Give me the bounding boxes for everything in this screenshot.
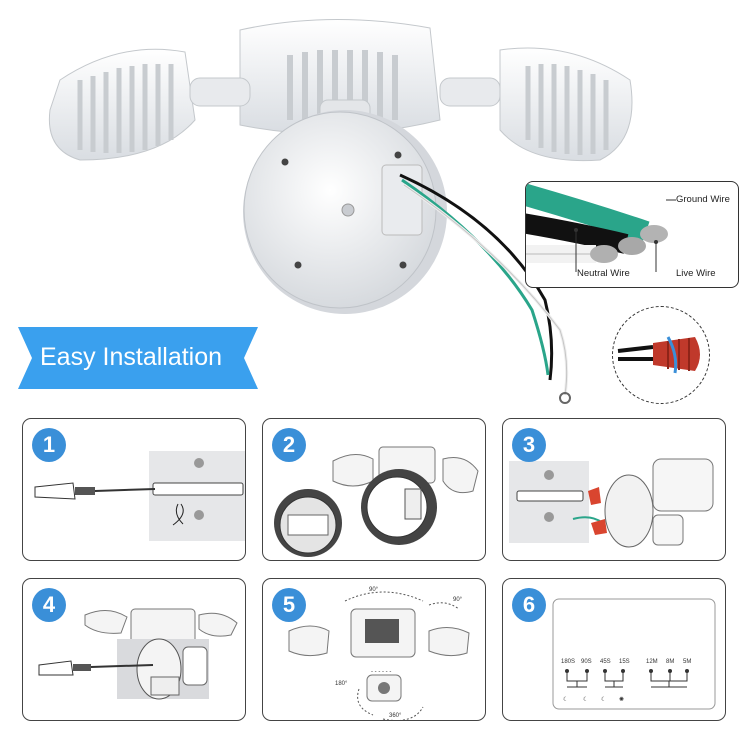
step-4-badge: 4 <box>32 588 66 622</box>
angle-left-label: 180° <box>335 681 348 687</box>
easy-installation-banner <box>18 327 258 389</box>
step-3-badge: 3 <box>512 428 546 462</box>
range-label-12m: 12M <box>646 659 658 665</box>
right-lamp-head <box>499 47 633 162</box>
ground-wire-label: Ground Wire <box>676 194 730 205</box>
svg-text:- - - - - -: - - - - - - <box>371 669 391 675</box>
step-5-badge: 5 <box>272 588 306 622</box>
angle-bottom-label: 360° <box>389 713 402 719</box>
svg-text:☾: ☾ <box>601 696 606 703</box>
step-2-panel: 2 <box>262 418 486 561</box>
mounting-plate <box>243 110 447 314</box>
step-3-panel: 3 <box>502 418 726 561</box>
step-1-panel: 1 <box>22 418 246 561</box>
neutral-wire-label: Neutral Wire <box>577 268 630 279</box>
range-label-5m: 5M <box>683 659 691 665</box>
wire-nut-icon <box>617 336 700 374</box>
center-lamp-head <box>239 19 441 135</box>
wire-callout: Ground Wire Neutral Wire Live Wire <box>525 181 739 288</box>
product-illustration <box>48 19 633 404</box>
time-label-45s: 45S <box>600 659 611 665</box>
step-6-panel: 180S 90S 45S 15S 12M 8M 5M ☾ ☾ ☾ ✺ 6 <box>502 578 726 721</box>
angle-top-label: 90° <box>369 587 379 593</box>
time-label-90s: 90S <box>581 659 592 665</box>
step-1-badge: 1 <box>32 428 66 462</box>
step-5-illustration: - - - - - - 90° 90° 180° 360° <box>288 587 470 720</box>
angle-right-label: 90° <box>453 597 463 603</box>
wire-nut-callout <box>612 306 710 404</box>
step-5-panel: - - - - - - 90° 90° 180° 360° 5 <box>262 578 486 721</box>
step-3-illustration <box>509 458 714 548</box>
step-4-panel: 4 <box>22 578 246 721</box>
svg-text:☾: ☾ <box>583 696 588 703</box>
banner-label: Easy Installation <box>40 343 223 371</box>
step-2-badge: 2 <box>272 428 306 462</box>
range-label-8m: 8M <box>666 659 674 665</box>
step-2-illustration <box>274 446 479 557</box>
step-6-badge: 6 <box>512 588 546 622</box>
step-4-illustration <box>38 608 238 700</box>
time-label-15s: 15S <box>619 659 630 665</box>
svg-text:✺: ✺ <box>619 696 624 703</box>
live-wire-label: Live Wire <box>676 268 716 279</box>
step-1-illustration <box>34 451 245 541</box>
wires <box>399 173 569 396</box>
wire-closeup <box>526 183 676 272</box>
step-6-illustration: 180S 90S 45S 15S 12M 8M 5M ☾ ☾ ☾ ✺ <box>552 598 716 710</box>
svg-text:☾: ☾ <box>563 696 568 703</box>
left-lamp-head <box>48 48 196 161</box>
time-label-180s: 180S <box>561 659 575 665</box>
